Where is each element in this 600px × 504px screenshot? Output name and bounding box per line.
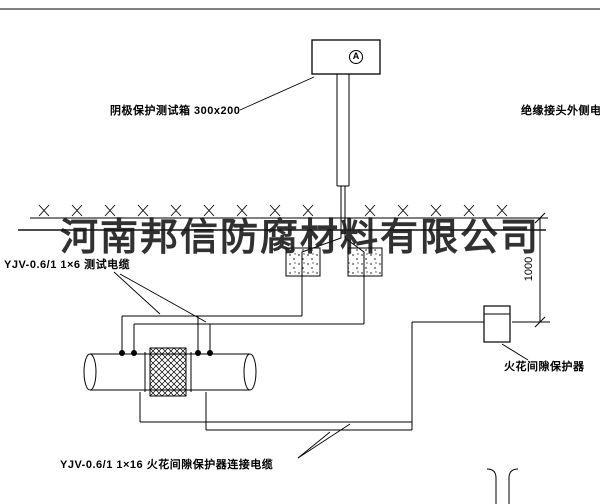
test-box [311, 39, 381, 75]
test-box-label: 阴极保护测试箱 300x200 [110, 105, 241, 117]
protector-label: 火花间隙保护器 [504, 361, 585, 373]
watermark-strikethrough-line [18, 229, 546, 231]
company-watermark: 河南邦信防腐材料有限公司 [60, 217, 541, 259]
cable-connection-dots [119, 350, 213, 356]
ground-marker-icons [38, 204, 508, 217]
insulating-joint [144, 347, 192, 397]
dimension-line [512, 212, 550, 328]
spark-gap-protector [483, 305, 511, 343]
ammeter-symbol-icon [349, 50, 363, 64]
protector-cable-label: YJV-0.6/1 1×16 火花间隙保护器连接电缆 [60, 459, 274, 471]
outer-cable-label: 绝缘接头外侧电缆 [521, 105, 600, 117]
test-cable-label: YJV-0.6/1 1×6 测试电缆 [4, 259, 131, 271]
protector-cable-runs [139, 321, 484, 431]
anchor-blocks [285, 247, 383, 277]
leader-lines [113, 76, 529, 459]
test-cable-runs [121, 186, 365, 352]
ammeter-letter: A [352, 51, 360, 61]
bottom-pipe-symbol [486, 468, 519, 504]
riser-conduit [336, 74, 350, 187]
